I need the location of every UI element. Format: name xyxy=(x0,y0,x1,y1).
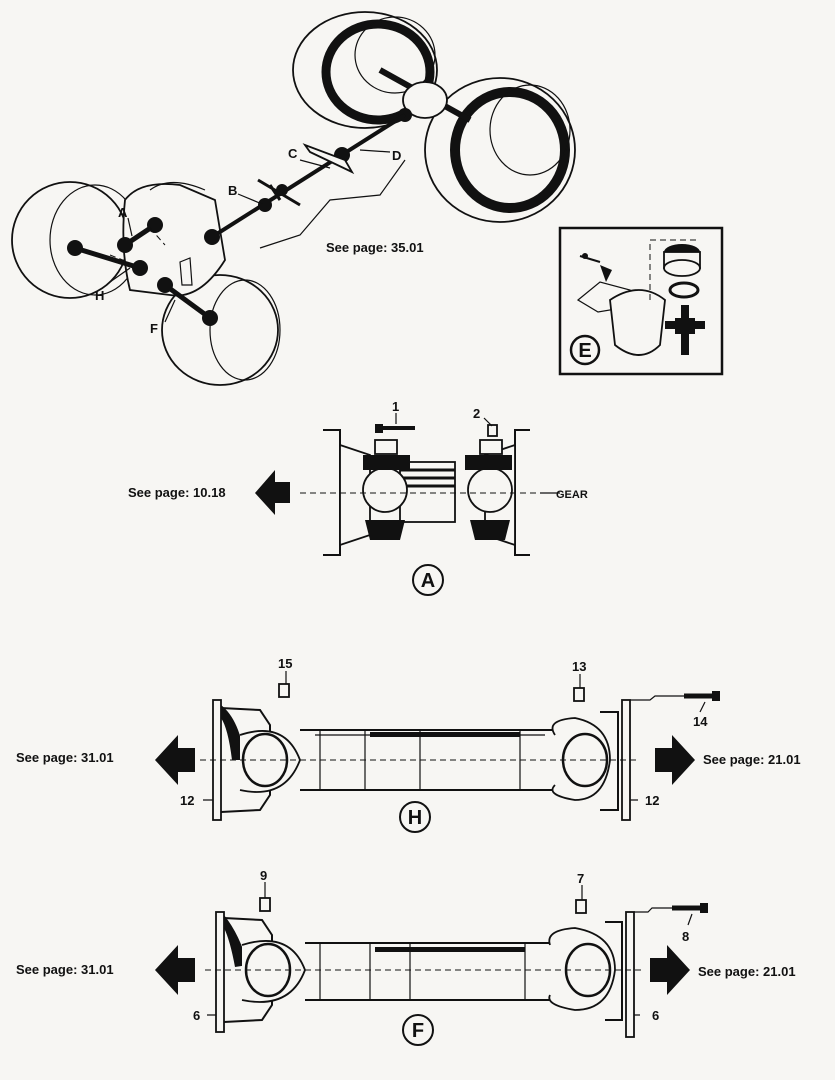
arrow-left-f xyxy=(155,945,195,995)
see-page-overview: See page: 35.01 xyxy=(326,240,424,255)
part-1: 1 xyxy=(392,399,399,414)
part-6-right: 6 xyxy=(652,1008,659,1023)
part-7: 7 xyxy=(577,871,584,886)
label-a: A xyxy=(118,205,128,220)
see-page-f-right: See page: 21.01 xyxy=(698,964,796,979)
rear-left-wheel xyxy=(292,11,438,129)
see-page-h-left: See page: 31.01 xyxy=(16,750,114,765)
detail-a-label: A xyxy=(421,570,435,592)
part-14: 14 xyxy=(693,714,708,729)
part-9: 9 xyxy=(260,868,267,883)
detail-f: 9 7 8 6 6 See page: 31.01 See page: 21.0… xyxy=(16,868,796,1046)
gear-label: GEAR xyxy=(556,489,588,501)
overview-drivetrain: A B C D H F See page: 35.01 xyxy=(11,11,576,386)
label-f: F xyxy=(150,321,158,336)
arrow-left-h xyxy=(155,735,195,785)
arrow-left-a xyxy=(255,470,290,515)
detail-e-label: E xyxy=(578,340,591,362)
see-page-h-right: See page: 21.01 xyxy=(703,752,801,767)
part-12-left: 12 xyxy=(180,793,194,808)
label-h: H xyxy=(95,288,104,303)
part-8: 8 xyxy=(682,929,689,944)
see-page-f-left: See page: 31.01 xyxy=(16,962,114,977)
label-c: C xyxy=(288,146,298,161)
label-b: B xyxy=(228,183,237,198)
detail-f-label: F xyxy=(412,1020,424,1042)
arrow-right-h xyxy=(655,735,695,785)
part-6-left: 6 xyxy=(193,1008,200,1023)
part-2: 2 xyxy=(473,406,480,421)
part-15: 15 xyxy=(278,656,292,671)
detail-h-label: H xyxy=(408,807,422,829)
detail-e-box: E xyxy=(558,226,724,376)
detail-a: 1 2 GEAR See page: 10.18 A xyxy=(128,399,588,596)
arrow-right-f xyxy=(650,945,690,995)
see-page-a: See page: 10.18 xyxy=(128,485,226,500)
part-12-right: 12 xyxy=(645,793,659,808)
label-d: D xyxy=(392,148,401,163)
detail-h: 15 13 14 12 12 See page: 31.01 See page:… xyxy=(16,656,801,833)
part-13: 13 xyxy=(572,659,586,674)
